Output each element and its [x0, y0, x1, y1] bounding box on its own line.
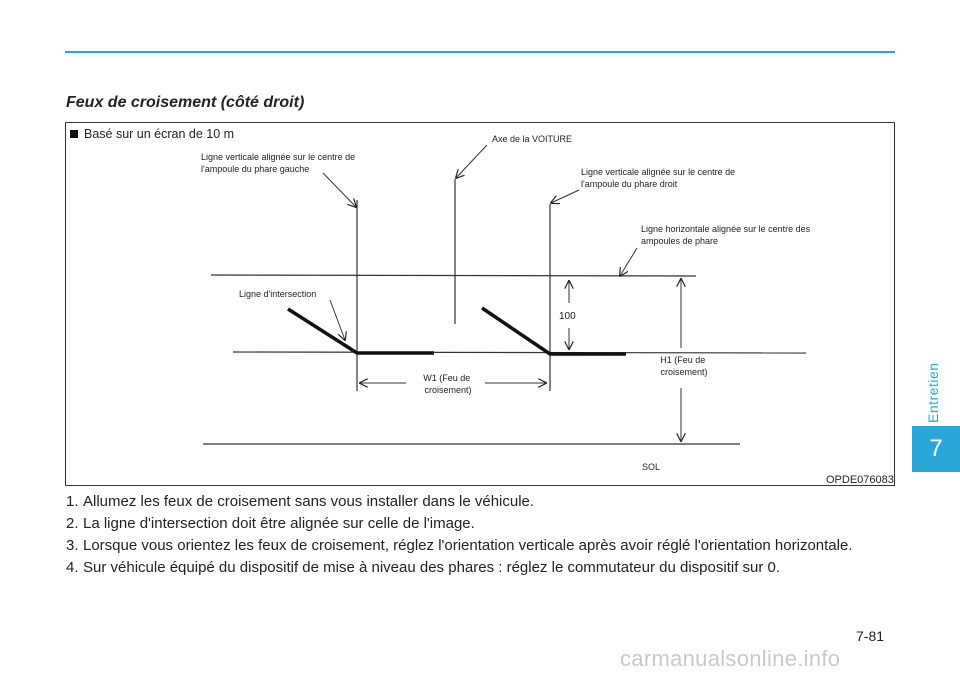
car-axis-leader-arrow — [456, 144, 488, 178]
list-item: 4. Sur véhicule équipé du dispositif de … — [66, 558, 896, 578]
left-cutoff-line — [287, 307, 434, 355]
instruction-list: 1. Allumez les feux de croisement sans v… — [66, 492, 896, 580]
cutoff-reference-line — [232, 351, 807, 354]
step-text: Sur véhicule équipé du dispositif de mis… — [83, 559, 781, 576]
step-text: Allumez les feux de croisement sans vous… — [83, 493, 535, 510]
list-item: 1. Allumez les feux de croisement sans v… — [66, 492, 896, 512]
step-text: Lorsque vous orientez les feux de croise… — [83, 537, 853, 554]
chapter-number-tab: 7 — [912, 426, 960, 472]
diagram-drawing: Axe de la VOITURE Ligne verticale aligné… — [201, 134, 813, 472]
headlamp-center-horizontal-line — [210, 274, 697, 277]
horizontal-leader-arrow — [620, 247, 638, 276]
page-number: 7-81 — [856, 628, 885, 644]
screen-note-text: Basé sur un écran de 10 m — [84, 127, 235, 141]
step-number: 1. — [66, 493, 79, 510]
intersection-label: Ligne d'intersection — [239, 289, 316, 299]
right-cutoff-line — [481, 306, 626, 356]
right-vertical-leader-arrow — [551, 189, 580, 203]
left-vertical-leader-arrow — [322, 172, 356, 207]
list-item: 3. Lorsque vous orientez les feux de cro… — [66, 536, 896, 556]
horizontal-label: Ligne horizontale alignée sur le centre … — [641, 224, 813, 246]
h1-label: H1 (Feu de croisement) — [660, 355, 708, 377]
right-vertical-label: Ligne verticale alignée sur le centre de… — [581, 167, 738, 189]
step-number: 2. — [66, 515, 79, 532]
list-item: 2. La ligne d'intersection doit être ali… — [66, 514, 896, 534]
car-axis-label: Axe de la VOITURE — [492, 134, 572, 144]
screen-note: Basé sur un écran de 10 m — [70, 127, 234, 141]
w1-label: W1 (Feu de croisement) — [423, 373, 473, 395]
step-text: La ligne d'intersection doit être aligné… — [83, 515, 475, 532]
header-rule — [65, 51, 895, 53]
dimension-100-label: 100 — [559, 311, 576, 322]
ground-label: SOL — [642, 462, 660, 472]
left-vertical-label: Ligne verticale alignée sur le centre de… — [201, 152, 358, 174]
step-number: 4. — [66, 559, 79, 576]
step-number: 3. — [66, 537, 79, 554]
square-bullet-icon — [70, 130, 78, 138]
intersection-leader-arrow — [329, 299, 345, 340]
headlamp-aiming-diagram: Basé sur un écran de 10 m — [65, 122, 895, 486]
section-title: Feux de croisement (côté droit) — [66, 94, 305, 111]
figure-code: OPDE076083 — [826, 474, 894, 486]
chapter-side-label: Entretien — [925, 362, 941, 424]
watermark: carmanualsonline.info — [620, 646, 841, 671]
